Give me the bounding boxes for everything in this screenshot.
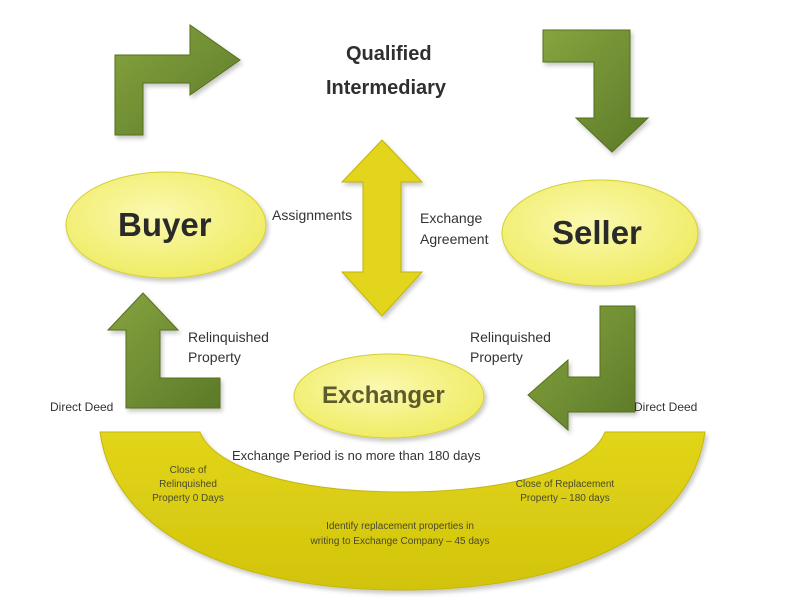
title-line-1: Qualified (346, 43, 432, 65)
arrow-buyer-to-qi (114, 24, 241, 136)
exchange-period-label: Exchange Period is no more than 180 days (232, 448, 481, 463)
arrow-exchanger-to-buyer (106, 292, 221, 409)
direct-deed-right-label: Direct Deed (634, 400, 698, 414)
relinquished-left-label-1: Relinquished (188, 329, 269, 345)
direct-deed-left-label: Direct Deed (50, 400, 114, 414)
close-replacement-line-1: Close of Replacement (515, 479, 615, 490)
relinquished-left-label-2: Property (188, 349, 241, 365)
buyer-oval (65, 171, 267, 279)
exchange-agreement-label-2: Agreement (420, 231, 489, 247)
arrow-qi-exchanger-double (340, 139, 424, 317)
close-relinquished-line-1: Close of (169, 465, 207, 476)
exchange-agreement-label-1: Exchange (420, 210, 483, 226)
arrow-seller-to-exchanger (527, 305, 636, 432)
identify-line-2: writing to Exchange Company – 45 days (310, 536, 490, 547)
close-replacement-line-2: Property – 180 days (520, 493, 610, 504)
buyer-label: Buyer (118, 206, 212, 243)
identify-line-1: Identify replacement properties in (326, 521, 474, 532)
close-relinquished-line-2: Relinquished (159, 479, 217, 490)
timeline-arc (99, 431, 706, 591)
close-relinquished-line-3: Property 0 Days (152, 493, 224, 504)
seller-oval (501, 179, 699, 287)
seller-label: Seller (552, 214, 642, 251)
title-line-2: Intermediary (326, 77, 447, 99)
exchanger-oval (293, 353, 485, 439)
arrow-qi-to-seller (542, 29, 650, 153)
relinquished-right-label-2: Property (470, 349, 523, 365)
assignments-label: Assignments (272, 207, 353, 223)
exchanger-label: Exchanger (322, 382, 445, 409)
relinquished-right-label-1: Relinquished (470, 329, 551, 345)
